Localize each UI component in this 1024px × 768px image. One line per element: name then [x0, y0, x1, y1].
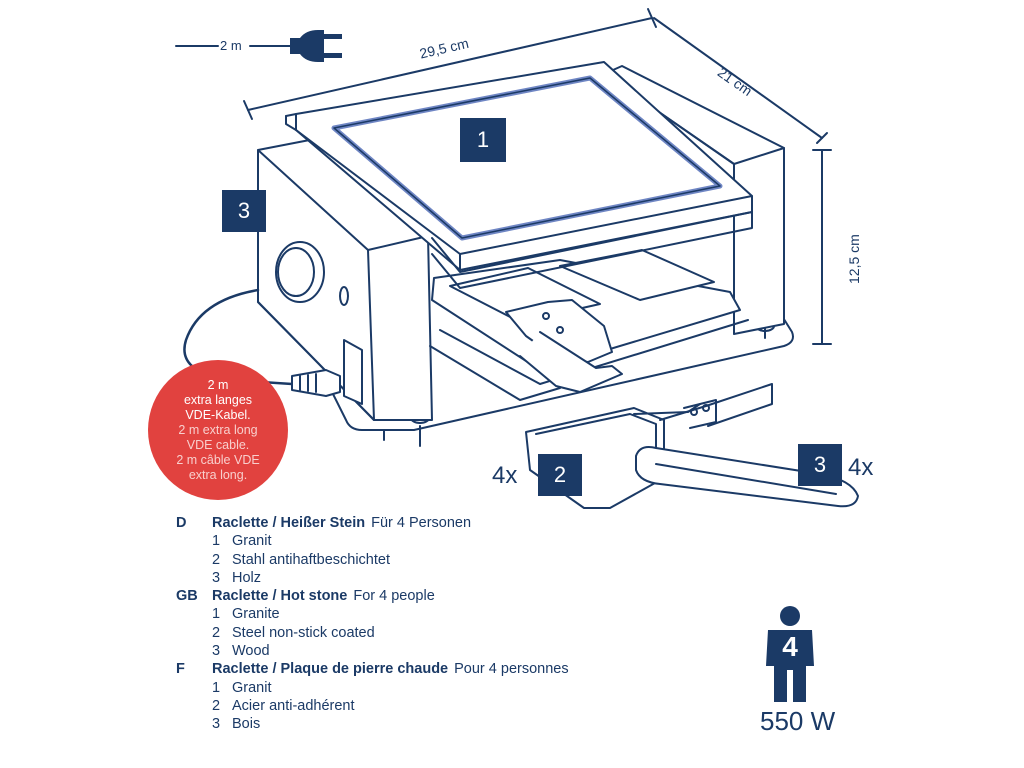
legend-heading-f: F Raclette / Plaque de pierre chaude Pou… [176, 660, 569, 678]
person-count: 4 [782, 631, 798, 662]
callout-de-line1: 2 m [207, 377, 229, 392]
lang-code: GB [176, 588, 198, 605]
legend-item: 2 Stahl antihaftbeschichtet [176, 551, 569, 569]
item-text: Holz [232, 569, 262, 586]
legend-heading-d: D Raclette / Heißer Stein Für 4 Personen [176, 514, 569, 532]
callout-de-line2: extra langes [183, 392, 253, 407]
legend-item: 3 Wood [176, 642, 569, 660]
badge-pan: 2 [538, 454, 582, 496]
plug-icon [290, 30, 342, 62]
item-number: 1 [212, 679, 221, 696]
legend-item: 1 Granit [176, 679, 569, 697]
callout-de-line3: VDE-Kabel. [185, 407, 251, 422]
item-text: Acier anti-adhérent [232, 697, 355, 714]
person-icon: 4 [762, 604, 818, 709]
spatula-quantity: 4x [848, 454, 874, 481]
badge-spatula: 3 [798, 444, 842, 486]
item-number: 2 [212, 624, 221, 641]
callout-en-line1: 2 m extra long [178, 422, 258, 437]
item-number: 2 [212, 697, 221, 714]
legend-item: 2 Steel non-stick coated [176, 624, 569, 642]
item-text: Granit [232, 533, 272, 550]
dimension-line-depth [653, 17, 823, 139]
callout-en-line2: VDE cable. [186, 437, 250, 452]
cable-length-label: 2 m [220, 38, 242, 53]
power-rating: 550 W [760, 706, 836, 736]
legend-item: 1 Granite [176, 605, 569, 623]
lang-code: D [176, 515, 187, 531]
dimension-height-label: 12,5 cm [846, 234, 862, 284]
legend-item: 3 Bois [176, 715, 569, 733]
badge-stone: 1 [460, 118, 506, 162]
pan-quantity: 4x [492, 462, 518, 489]
legend-item: 3 Holz [176, 569, 569, 587]
item-number: 2 [212, 551, 221, 568]
lang-code: F [176, 661, 185, 678]
legend-title: Raclette / Plaque de pierre chaude [212, 661, 449, 678]
cable-callout: 2 m extra langes VDE-Kabel. 2 m extra lo… [148, 360, 288, 500]
legend-heading-gb: GB Raclette / Hot stone For 4 people [176, 587, 569, 605]
item-text: Bois [232, 716, 261, 733]
item-number: 3 [212, 643, 221, 660]
item-text: Granite [232, 606, 280, 623]
item-number: 1 [212, 533, 221, 550]
item-text: Wood [232, 643, 270, 660]
legend-subtitle: Pour 4 personnes [454, 661, 569, 678]
item-number: 3 [212, 716, 221, 733]
badge-wood-housing: 3 [222, 190, 266, 232]
item-text: Stahl antihaftbeschichtet [232, 551, 390, 568]
legend-title: Raclette / Heißer Stein [212, 515, 366, 531]
item-number: 3 [212, 569, 221, 586]
item-text: Granit [232, 679, 272, 696]
callout-fr-line2: extra long. [188, 467, 248, 482]
item-text: Steel non-stick coated [232, 624, 375, 641]
item-number: 1 [212, 606, 221, 623]
dimension-line-width [247, 17, 653, 111]
material-legend: D Raclette / Heißer Stein Für 4 Personen… [176, 514, 569, 734]
legend-item: 1 Granit [176, 532, 569, 550]
legend-item: 2 Acier anti-adhérent [176, 697, 569, 715]
callout-fr-line1: 2 m câble VDE [176, 452, 260, 467]
legend-subtitle: Für 4 Personen [371, 515, 472, 531]
legend-subtitle: For 4 people [353, 588, 435, 605]
legend-title: Raclette / Hot stone [212, 588, 348, 605]
